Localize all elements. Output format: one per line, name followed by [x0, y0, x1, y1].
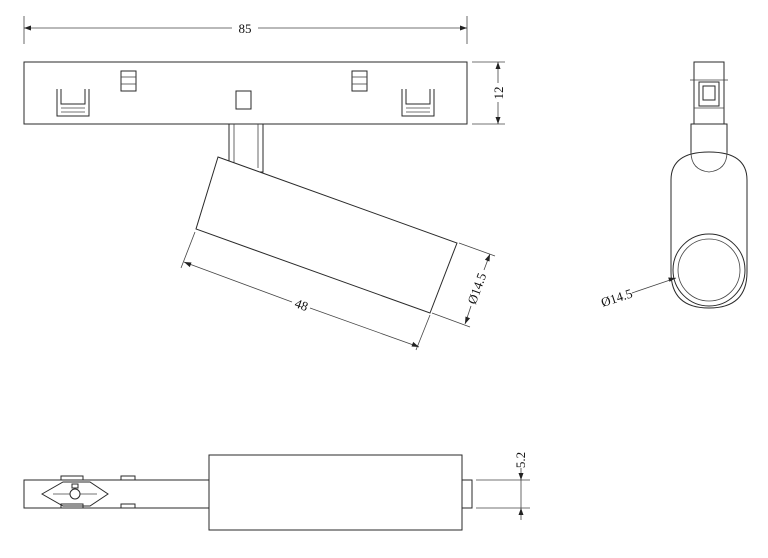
dimension-label-diameter-front: Ø14.5 — [464, 271, 489, 306]
left-clip — [56, 89, 90, 117]
bottom-spot-body — [208, 454, 463, 531]
dimension-diameter-side: Ø14.5 — [599, 277, 677, 310]
dimension-12: 12 — [472, 61, 506, 125]
center-contact — [235, 90, 252, 110]
contact-left — [120, 70, 137, 92]
bottom-end-cap — [461, 479, 473, 509]
front-view: 85 — [23, 16, 506, 351]
dimension-label-diameter-side: Ø14.5 — [599, 286, 634, 310]
dimension-label-12: 12 — [491, 87, 506, 100]
dimension-5-2: 5.2 — [476, 452, 530, 520]
dimension-85: 85 — [23, 16, 468, 44]
bottom-connector — [40, 475, 136, 509]
dimension-48: 48 — [180, 231, 431, 351]
side-lens-inner — [677, 238, 741, 302]
dimension-label-85: 85 — [239, 21, 252, 36]
right-clip — [401, 89, 435, 117]
dimension-label-48: 48 — [293, 296, 310, 315]
side-adapter — [690, 61, 728, 125]
bottom-view: 5.2 — [23, 452, 530, 531]
side-lens-outer — [672, 233, 746, 307]
contact-right — [351, 70, 368, 92]
spotlight-body — [195, 156, 458, 314]
side-view: Ø14.5 — [599, 61, 748, 310]
bottom-rail — [23, 479, 210, 509]
dimension-label-5-2: 5.2 — [513, 452, 528, 468]
